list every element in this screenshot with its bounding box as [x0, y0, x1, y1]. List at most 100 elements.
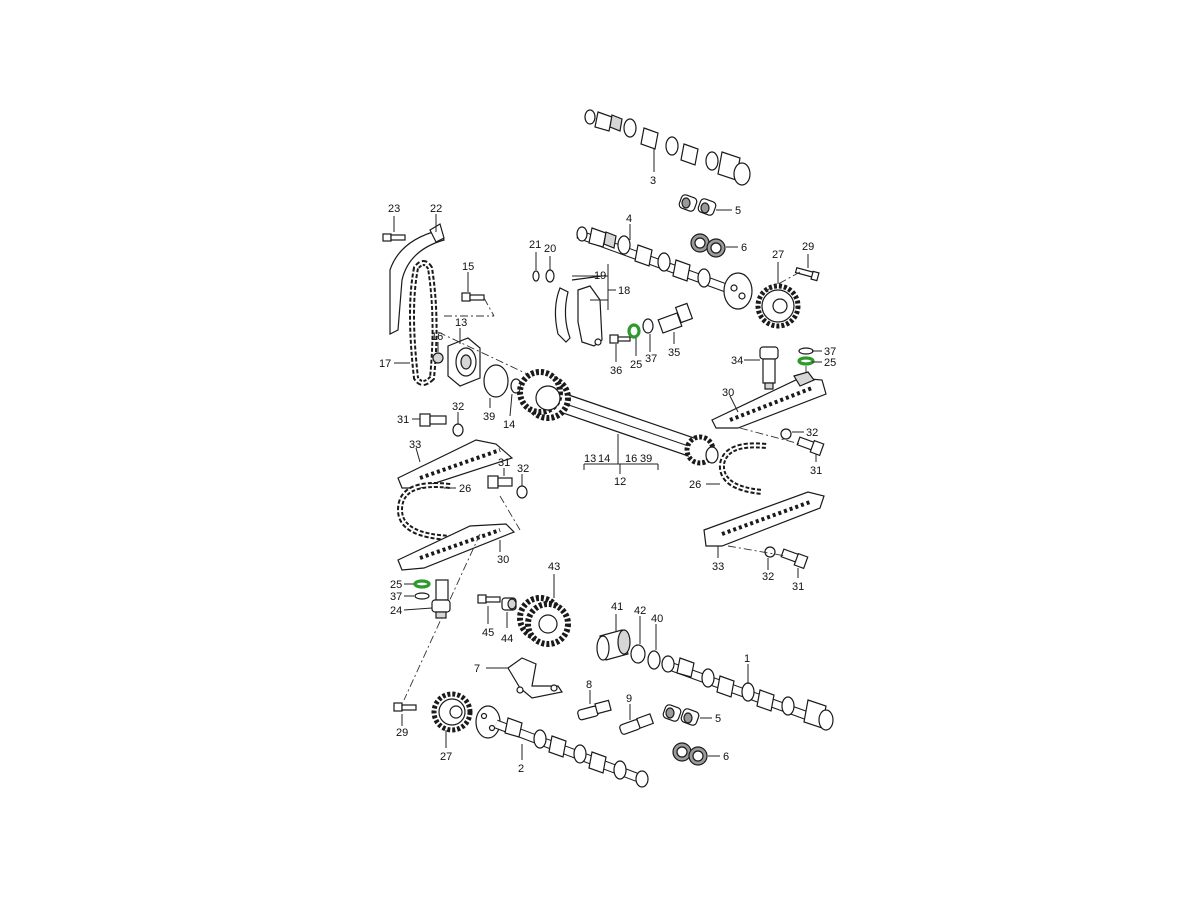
flange-part-13 [447, 337, 481, 387]
callout-9: 9 [626, 693, 632, 705]
callout-36: 36 [610, 365, 622, 377]
callout-29-lower: 29 [396, 727, 408, 739]
clip-part-20 [545, 269, 555, 283]
intermediate-shaft-part-12 [517, 369, 719, 466]
pin-part-31-right-lower [780, 548, 809, 570]
timing-chain-part-17 [409, 260, 438, 386]
callout-20: 20 [544, 243, 556, 255]
callout-31-left-upper: 31 [397, 414, 409, 426]
callout-35: 35 [668, 347, 680, 359]
tappet-part-6-lower [672, 742, 708, 766]
bracket-part-7 [507, 657, 563, 699]
callout-37-left: 37 [390, 591, 402, 603]
callout-32-right-lower: 32 [762, 571, 774, 583]
phaser-part-41 [596, 629, 631, 661]
chain-guide-part-30-right [711, 371, 827, 429]
callout-12-sub-14: 14 [598, 453, 610, 465]
clip-part-21 [532, 270, 540, 282]
seal-ring-part-25-left [413, 579, 431, 589]
chain-guide-part-33-left [397, 439, 514, 489]
callout-44: 44 [501, 633, 513, 645]
camshaft-part-3 [583, 109, 752, 186]
callout-14: 14 [503, 419, 515, 431]
callout-41: 41 [611, 601, 623, 613]
callout-6-upper: 6 [741, 242, 747, 254]
callout-13-left: 13 [455, 317, 467, 329]
sprocket-part-27-lower [431, 691, 473, 733]
callout-12: 12 [614, 476, 626, 488]
callout-22: 22 [430, 203, 442, 215]
tappet-part-5-upper [678, 194, 717, 216]
callout-3: 3 [650, 175, 656, 187]
pin-part-31-left-middle [487, 475, 513, 489]
oring-part-32-right-upper [780, 428, 792, 440]
callout-43: 43 [548, 561, 560, 573]
camshaft-part-2 [475, 705, 649, 788]
callout-32-left-middle: 32 [517, 463, 529, 475]
callout-29-upper: 29 [802, 241, 814, 253]
callout-12-sub-39: 39 [640, 453, 652, 465]
callout-30-left: 30 [497, 554, 509, 566]
callout-25-right: 25 [824, 357, 836, 369]
timing-chain-part-26-left [396, 482, 453, 541]
oring-part-40 [647, 650, 661, 670]
oring-part-32-left-middle [516, 485, 528, 499]
callout-8: 8 [586, 679, 592, 691]
timing-chain-part-26-right [718, 442, 767, 495]
seal-ring-part-25-middle [627, 323, 641, 339]
green-seal-ring [797, 356, 815, 366]
bolt-part-29-lower [393, 702, 417, 712]
oring-part-32-right-lower [764, 546, 776, 558]
callout-12-sub-16: 16 [625, 453, 637, 465]
bolt-part-36 [609, 334, 631, 344]
callout-32-right-upper: 32 [806, 427, 818, 439]
callout-6-lower: 6 [723, 751, 729, 763]
oring-part-14 [510, 378, 522, 394]
chain-guide-part-22 [389, 223, 445, 335]
callout-4: 4 [626, 213, 632, 225]
bolt-part-35 [657, 302, 694, 334]
tensioner-part-24 [431, 579, 451, 619]
valve-part-8 [577, 699, 612, 721]
callout-26-left: 26 [459, 483, 471, 495]
callout-15: 15 [462, 261, 474, 273]
seal-part-39 [483, 364, 509, 398]
callout-40: 40 [651, 613, 663, 625]
pin-part-31-left-upper [419, 413, 447, 427]
green-seal-ring [627, 323, 641, 339]
bolt-part-15 [461, 292, 485, 302]
bolt-part-23 [382, 233, 406, 242]
valve-part-9 [619, 713, 655, 735]
callout-33-left: 33 [409, 439, 421, 451]
guide-part-18 [577, 285, 603, 347]
callout-27-lower: 27 [440, 751, 452, 763]
washer-part-37-right [798, 347, 814, 355]
callout-27-upper: 27 [772, 249, 784, 261]
callout-19: 19 [594, 270, 606, 282]
callout-31-left-middle: 31 [498, 457, 510, 469]
chain-guide-part-33-right [703, 491, 825, 547]
callout-17: 17 [379, 358, 391, 370]
callout-18: 18 [618, 285, 630, 297]
callout-5-lower: 5 [715, 713, 721, 725]
tappet-part-5-lower [662, 704, 700, 726]
callout-39: 39 [483, 411, 495, 423]
callout-30-right: 30 [722, 387, 734, 399]
sprocket-part-27-upper [755, 283, 801, 329]
green-seal-ring [413, 579, 431, 589]
bolt-part-29-upper [794, 267, 820, 282]
callout-42: 42 [634, 605, 646, 617]
callout-5-upper: 5 [735, 205, 741, 217]
tensioner-rail-part-19 [554, 275, 603, 343]
tensioner-part-34 [759, 346, 779, 390]
callout-1: 1 [744, 653, 750, 665]
callout-32-left-upper: 32 [452, 401, 464, 413]
callout-23: 23 [388, 203, 400, 215]
seal-part-42 [630, 644, 646, 664]
washer-part-37-middle [642, 318, 654, 334]
seal-ring-part-25-right [797, 356, 815, 366]
callout-12-sub-13: 13 [584, 453, 596, 465]
callout-45: 45 [482, 627, 494, 639]
washer-part-37-left [414, 592, 430, 600]
